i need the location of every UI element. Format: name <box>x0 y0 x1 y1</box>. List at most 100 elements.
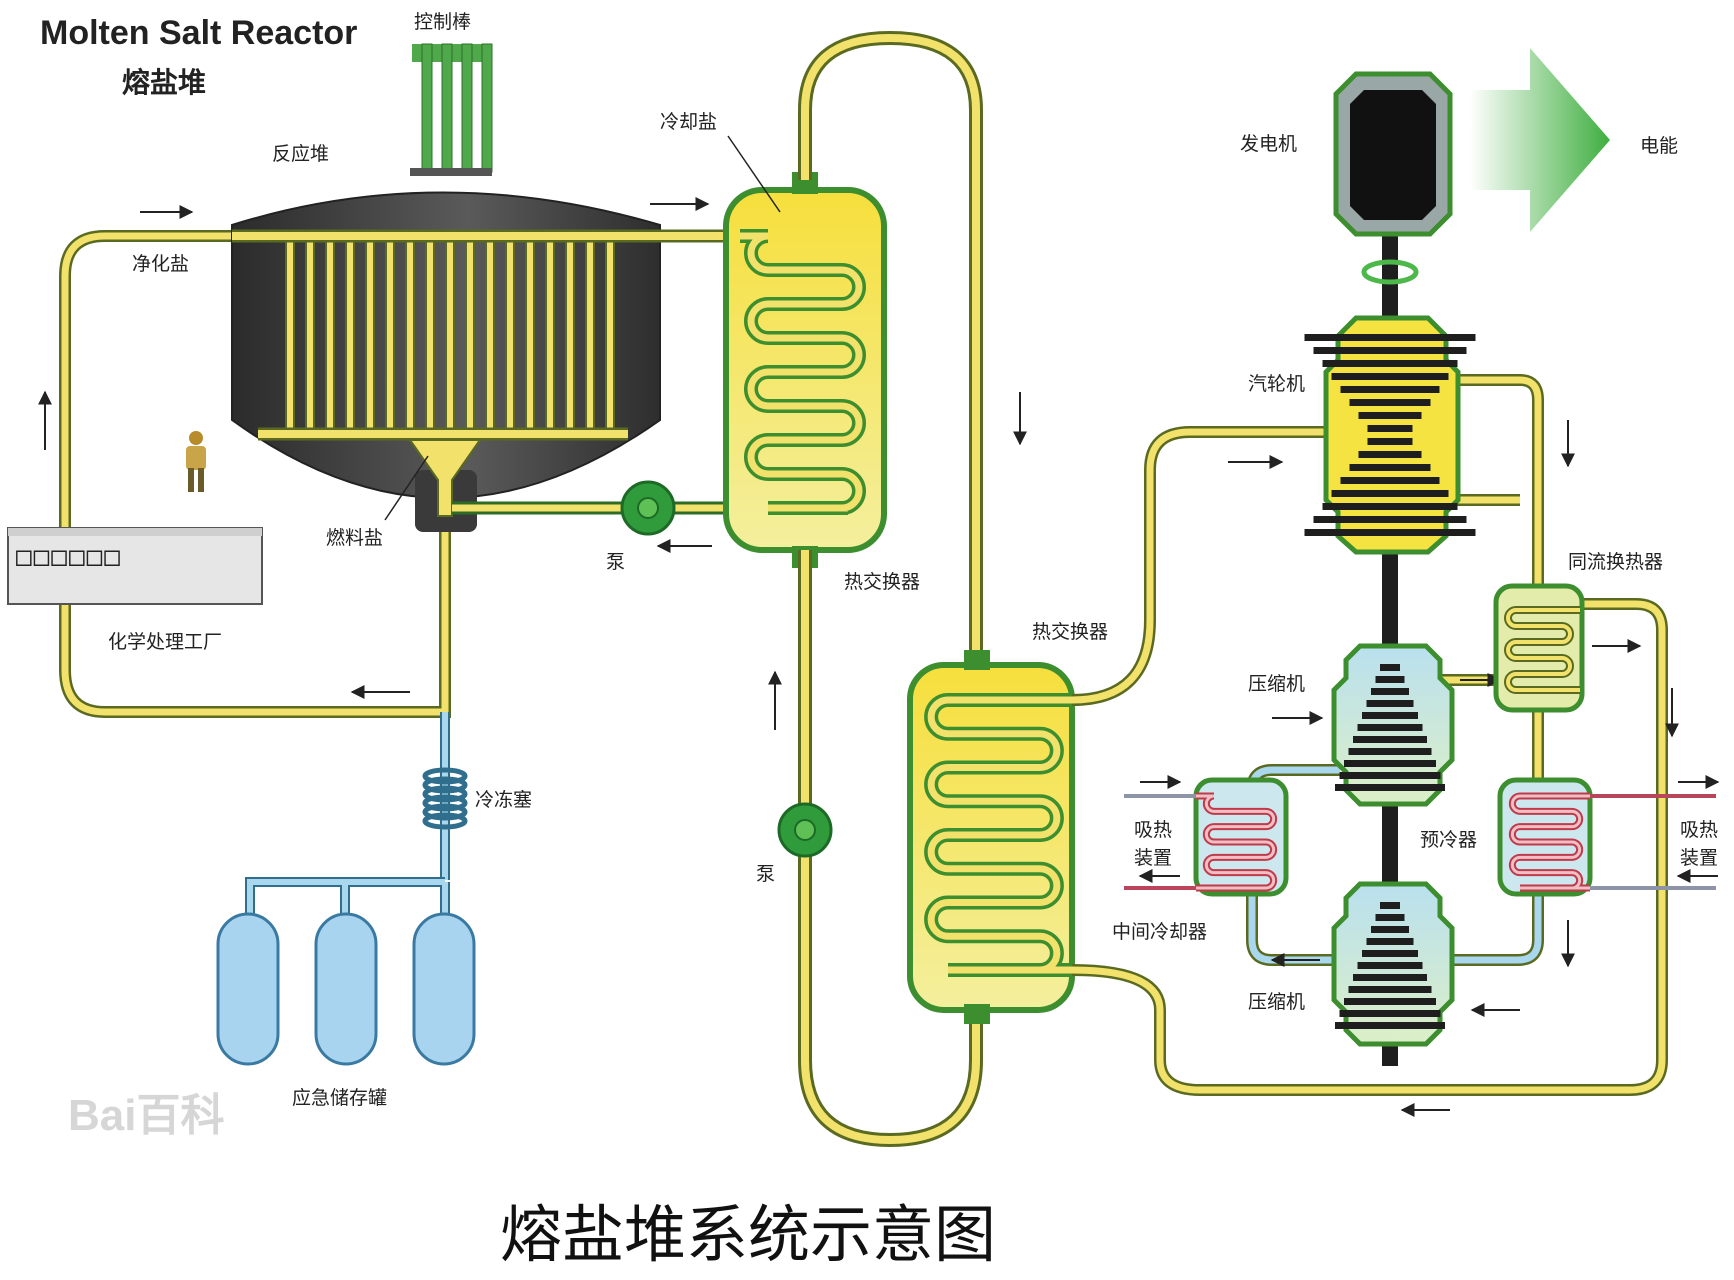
label-control-rods: 控制棒 <box>414 11 471 33</box>
turbine-blade <box>1313 347 1467 354</box>
control-rod <box>441 43 453 173</box>
emergency-storage-tanks <box>216 912 476 1066</box>
title-english: Molten Salt Reactor <box>40 14 357 52</box>
label-compressor-2: 压缩机 <box>1248 991 1305 1013</box>
label-recuperator: 同流换热器 <box>1568 551 1663 573</box>
pump-2-icon <box>777 802 833 858</box>
label-electricity: 电能 <box>1640 135 1678 157</box>
compressor-2-blade <box>1375 914 1405 921</box>
compressor-1-blade <box>1344 760 1436 767</box>
compressor-1-blade <box>1357 724 1423 731</box>
compressor-1-blade <box>1362 712 1418 719</box>
turbine-blade <box>1304 529 1476 536</box>
label-heat-sink-right-2: 装置 <box>1680 847 1718 869</box>
control-rod <box>461 43 473 173</box>
turbine-blade <box>1322 360 1458 367</box>
label-compressor-1: 压缩机 <box>1248 673 1305 695</box>
label-freeze-plug: 冷冻塞 <box>475 789 532 811</box>
heat-exchanger-2-coil-fill <box>927 696 1072 974</box>
recuperator <box>1493 583 1585 713</box>
pump-1-icon <box>620 480 676 536</box>
label-heat-exchanger-1: 热交换器 <box>844 571 920 593</box>
compressor-2-blade <box>1357 962 1423 969</box>
leader-line-coolant-salt <box>727 135 781 213</box>
compressor-1-blade <box>1371 688 1409 695</box>
compressor-2-blade <box>1348 986 1432 993</box>
freeze-plug-coil <box>422 803 468 821</box>
heat-sink-lines <box>1124 794 1716 890</box>
reactor-fuel-channels <box>285 236 615 434</box>
freeze-plug-coil <box>422 785 468 803</box>
label-coolant-salt: 冷却盐 <box>660 111 717 133</box>
precooler-coil-fill <box>1510 794 1590 890</box>
freeze-plug-coil <box>422 776 468 794</box>
label-fuel-salt: 燃料盐 <box>326 527 383 549</box>
label-reactor: 反应堆 <box>272 143 329 165</box>
compressor-1-blade <box>1348 748 1432 755</box>
leader-line-fuel-salt <box>384 455 429 521</box>
compressor-1-blade <box>1375 676 1405 683</box>
label-generator: 发电机 <box>1240 133 1297 155</box>
label-intercooler: 中间冷却器 <box>1112 921 1207 943</box>
turbine-blade <box>1322 503 1458 510</box>
compressor-2-blade <box>1366 938 1414 945</box>
compressor-1-blades <box>1335 664 1445 791</box>
intermediate-loop-pipe <box>798 30 983 1148</box>
label-chemical-plant: 化学处理工厂 <box>108 631 222 653</box>
compressor-1-blade <box>1339 772 1441 779</box>
label-turbine: 汽轮机 <box>1248 373 1305 395</box>
diagram-caption: 熔盐堆系统示意图 <box>500 1198 996 1271</box>
chemical-loop-pipe <box>59 230 451 718</box>
control-rod <box>481 43 493 173</box>
label-pump-1: 泵 <box>606 551 625 573</box>
label-emergency-tanks: 应急储存罐 <box>292 1087 387 1109</box>
turbine-blade <box>1358 412 1422 419</box>
compressor-2-blade <box>1353 974 1427 981</box>
turbine-blades <box>1304 334 1476 536</box>
label-heat-sink-left-1: 吸热 <box>1134 819 1172 841</box>
compressor-2-blade <box>1362 950 1418 957</box>
compressor-2-blade <box>1335 1022 1445 1029</box>
turbine-blade <box>1331 490 1449 497</box>
label-precooler: 预冷器 <box>1420 829 1477 851</box>
compressor-2-blade <box>1344 998 1436 1005</box>
freeze-plug-coil <box>422 794 468 812</box>
intercooler-coil-fill <box>1196 794 1276 890</box>
turbine-blade <box>1340 386 1440 393</box>
control-rods <box>410 43 493 176</box>
fuel-funnel <box>408 439 482 517</box>
title-chinese: 熔盐堆 <box>122 66 206 99</box>
compressor-1-blade <box>1335 784 1445 791</box>
compressor-2-blade <box>1380 902 1400 909</box>
freeze-plug-coil <box>422 767 468 785</box>
label-heat-exchanger-2: 热交换器 <box>1032 621 1108 643</box>
turbine-blade <box>1340 477 1440 484</box>
generator <box>1333 71 1453 237</box>
turbine-blade <box>1331 373 1449 380</box>
compressor-2-blade <box>1371 926 1409 933</box>
recuperator-coil-fill <box>1506 608 1580 692</box>
watermark: Bai百科 <box>68 1091 224 1140</box>
label-heat-sink-left-2: 装置 <box>1134 847 1172 869</box>
compressor-1-blade <box>1380 664 1400 671</box>
turbine-blade <box>1304 334 1476 341</box>
label-heat-sink-right-1: 吸热 <box>1680 819 1718 841</box>
turbine-blade <box>1367 438 1413 445</box>
turbine-blade <box>1367 425 1413 432</box>
turbine-blade <box>1358 451 1422 458</box>
turbine-blade <box>1349 464 1431 471</box>
chemical-plant-panel-text: □□□□□□ <box>16 542 122 572</box>
compressor-2-blade <box>1339 1010 1441 1017</box>
label-pump-2: 泵 <box>756 863 775 885</box>
label-purified-salt: 净化盐 <box>132 253 189 275</box>
turbine-blade <box>1349 399 1431 406</box>
rotation-arrow-icon <box>1361 259 1419 285</box>
heat-exchanger-1-coil-fill <box>740 232 863 512</box>
compressor-2-blades <box>1335 902 1445 1029</box>
worker-figure-icon <box>186 431 206 492</box>
compressor-1-blade <box>1366 700 1414 707</box>
freeze-plug-coil <box>422 812 468 830</box>
chemical-plant-panel: □□□□□□ <box>7 527 263 605</box>
turbine-blade <box>1313 516 1467 523</box>
control-rod <box>421 43 433 173</box>
